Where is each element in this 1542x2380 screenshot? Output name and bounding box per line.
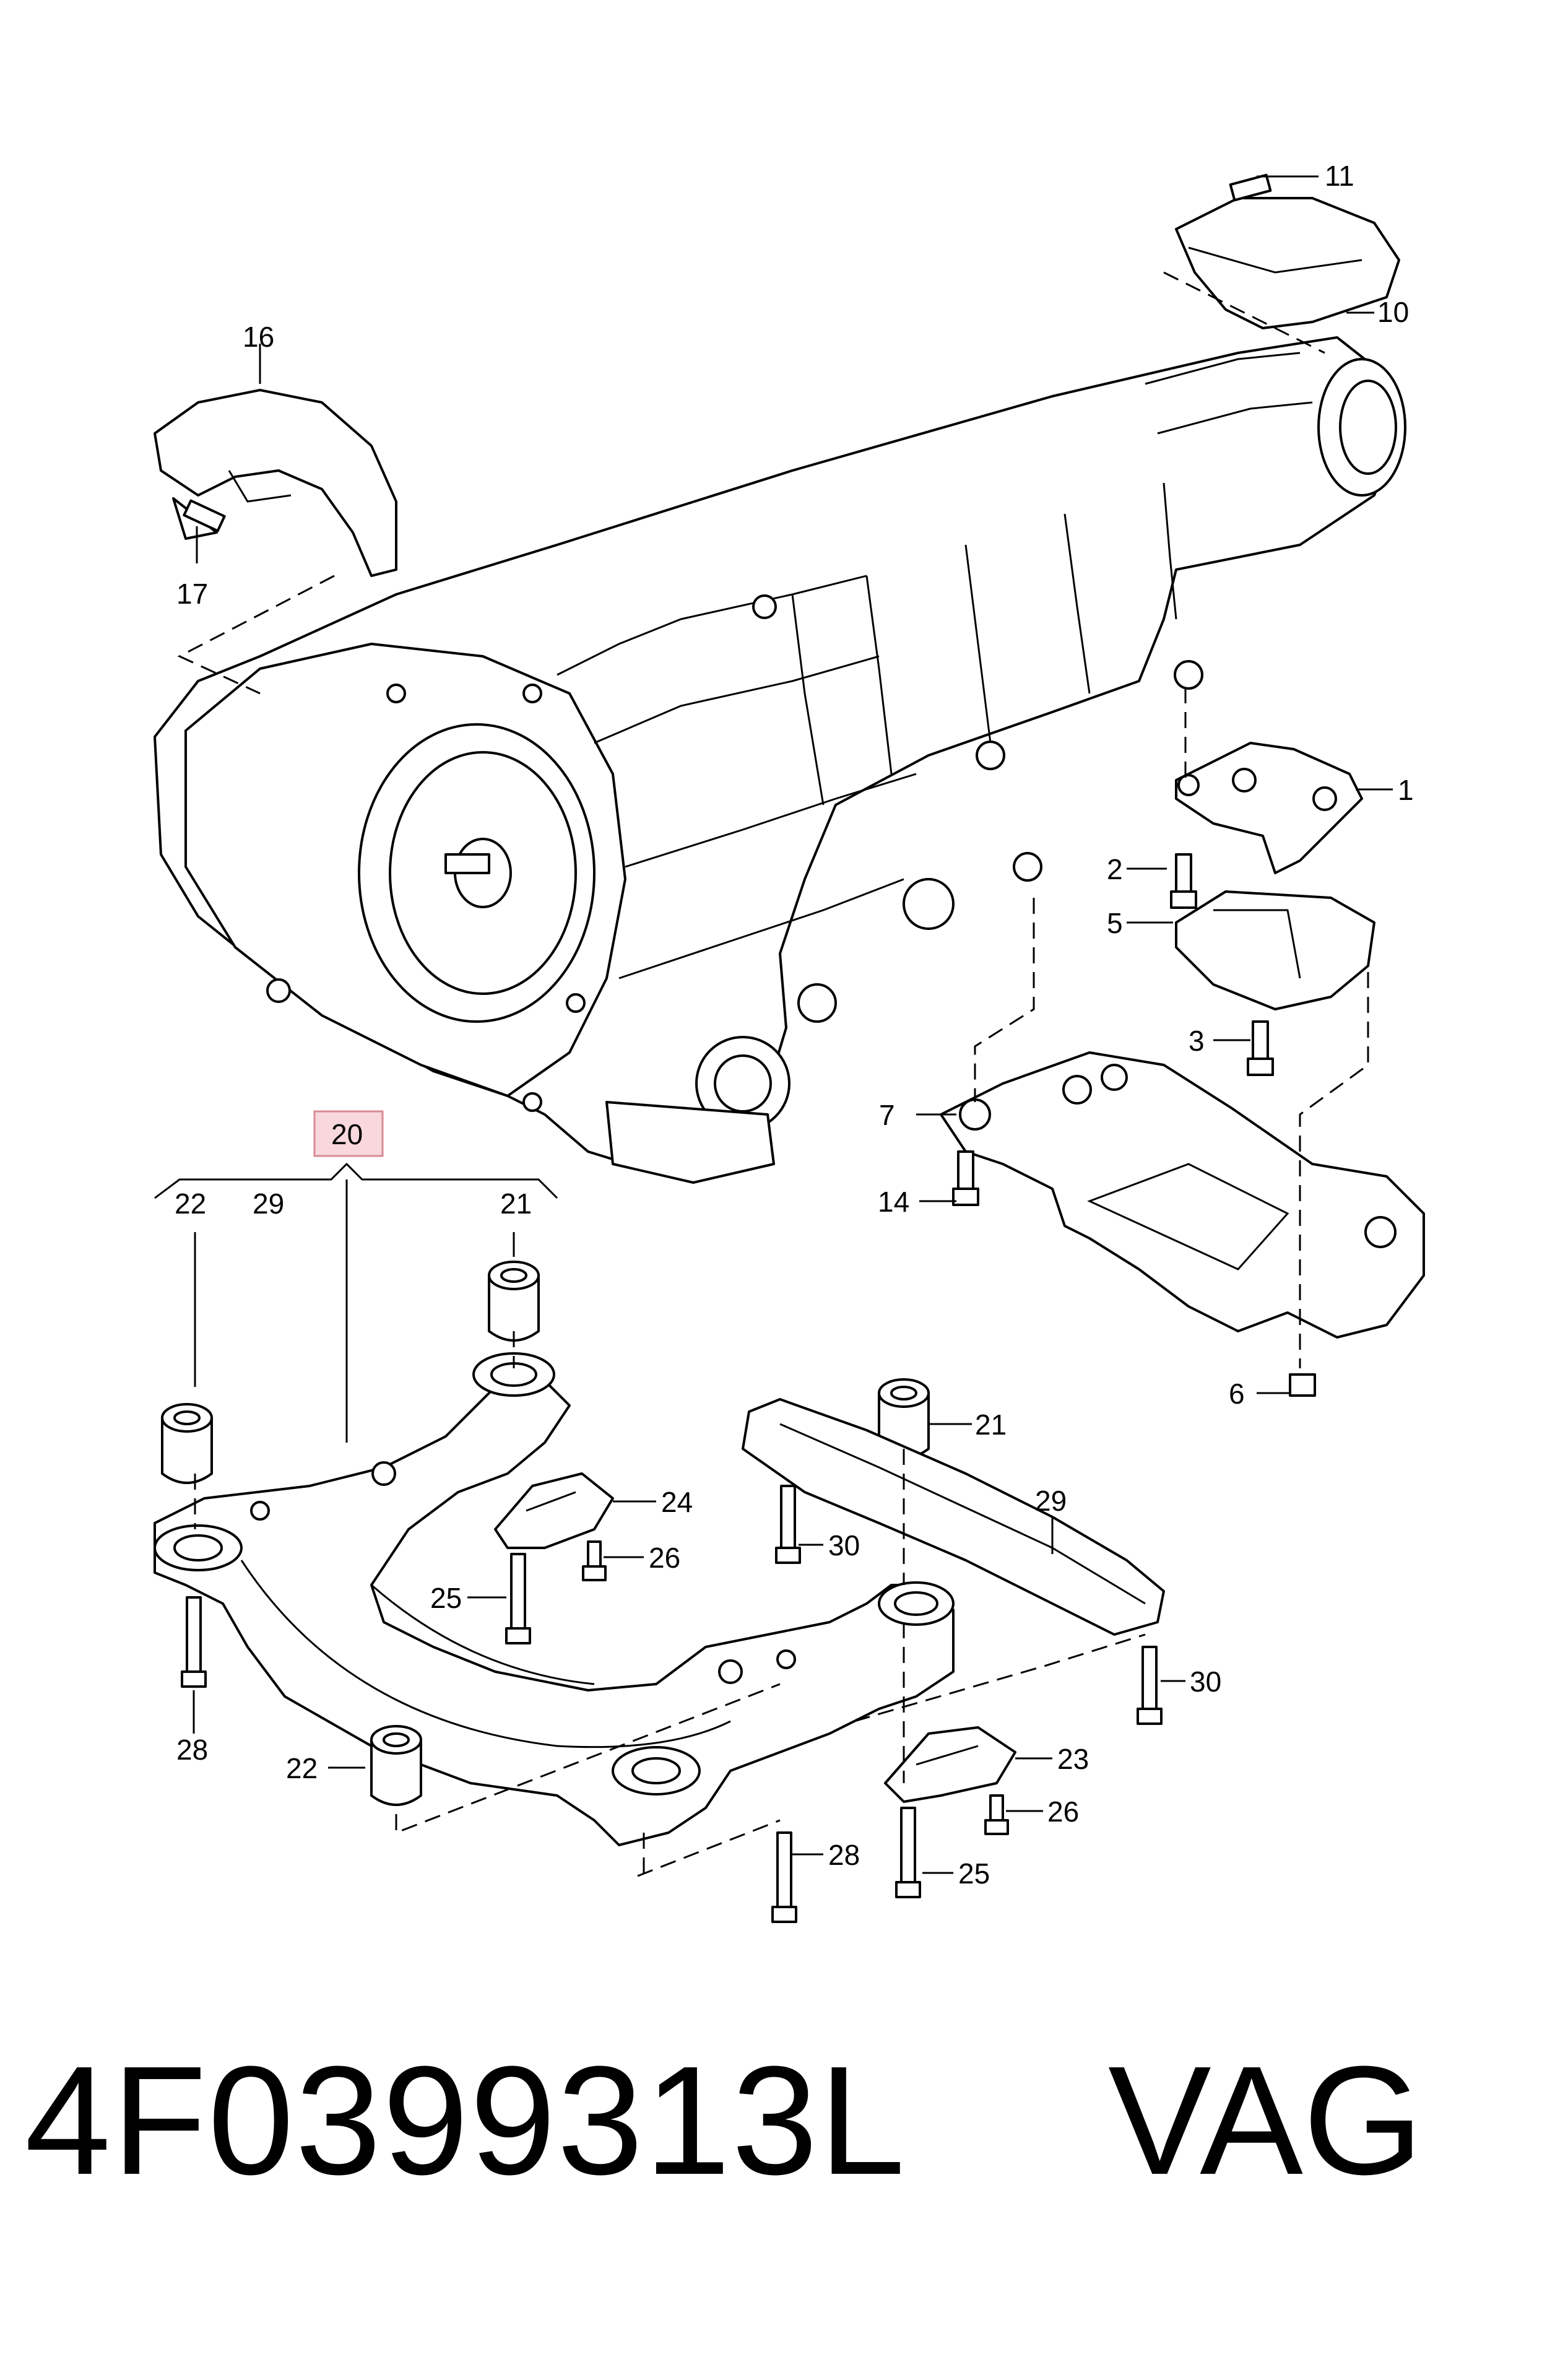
part-number: 4F0399313L: [25, 2034, 907, 2207]
bushing-21-right: [878, 1378, 930, 1459]
bolt-25-left: [505, 1553, 531, 1644]
bolt-30-top: [775, 1485, 801, 1564]
callout-26-left: 26: [649, 1542, 680, 1574]
bolt-2: [1170, 853, 1197, 909]
callout-22-bottom: 22: [286, 1752, 318, 1784]
brand-name: VAG: [1108, 2034, 1424, 2207]
transmission-mount-rubber: [1175, 890, 1375, 1010]
callout-21-top: 21: [500, 1188, 532, 1220]
bushing-22-left: [161, 1403, 213, 1484]
transmission-mount-bracket: [1175, 742, 1363, 874]
callout-26-right: 26: [1047, 1796, 1079, 1828]
nut-6: [1289, 1373, 1316, 1397]
callout-30-right: 30: [1190, 1666, 1221, 1698]
callout-labels: 11 10 16 17 1 2 5 3 7 14 6 20 22 29 21 2…: [175, 160, 1414, 1890]
callout-1: 1: [1398, 774, 1414, 806]
bolt-26-left: [582, 1540, 607, 1581]
callout-23: 23: [1057, 1743, 1089, 1775]
bolt-26-right: [984, 1794, 1009, 1835]
callout-25-left: 25: [430, 1582, 462, 1614]
callout-17: 17: [176, 578, 208, 610]
callout-6: 6: [1229, 1378, 1245, 1410]
transmission-support-crossmember: [940, 1051, 1425, 1339]
callout-30-top: 30: [828, 1529, 860, 1561]
bushing-21-top: [488, 1261, 540, 1342]
callout-21-right: 21: [975, 1409, 1007, 1441]
callout-14: 14: [878, 1186, 909, 1218]
subframe-assembly: [154, 1352, 955, 1846]
callout-28-right: 28: [828, 1839, 860, 1871]
bolt-14: [952, 1150, 979, 1206]
callout-24: 24: [661, 1486, 693, 1518]
callout-5: 5: [1107, 907, 1123, 939]
bolt-30-right: [1137, 1646, 1163, 1725]
transmission-illustration: [154, 336, 1406, 1184]
brace-29: [742, 1398, 1165, 1636]
callout-16: 16: [243, 321, 274, 353]
bracket-24: [494, 1472, 614, 1549]
leader-lines: [154, 175, 1393, 1874]
bolt-28-left: [181, 1596, 207, 1688]
callout-3: 3: [1189, 1025, 1205, 1057]
bracket-23: [884, 1726, 1016, 1803]
bolt-28-right: [771, 1831, 797, 1923]
bushing-22-bottom: [370, 1725, 422, 1806]
callout-28-left: 28: [176, 1734, 208, 1766]
callout-11: 11: [1325, 160, 1354, 192]
callout-2: 2: [1107, 853, 1123, 885]
highlighted-part-20-box: [313, 1110, 384, 1157]
callout-25-right: 25: [958, 1857, 990, 1890]
callout-29-right: 29: [1035, 1485, 1067, 1517]
heat-shield-right: [1175, 173, 1400, 329]
callout-20: 20: [331, 1118, 363, 1150]
heat-shield-left: [154, 389, 397, 577]
callout-22-top: 22: [175, 1188, 206, 1220]
callout-29-top: 29: [253, 1188, 284, 1220]
callout-7: 7: [879, 1099, 895, 1131]
bolt-25-right: [895, 1807, 921, 1898]
callout-10: 10: [1377, 296, 1409, 328]
bolt-3: [1247, 1020, 1274, 1076]
